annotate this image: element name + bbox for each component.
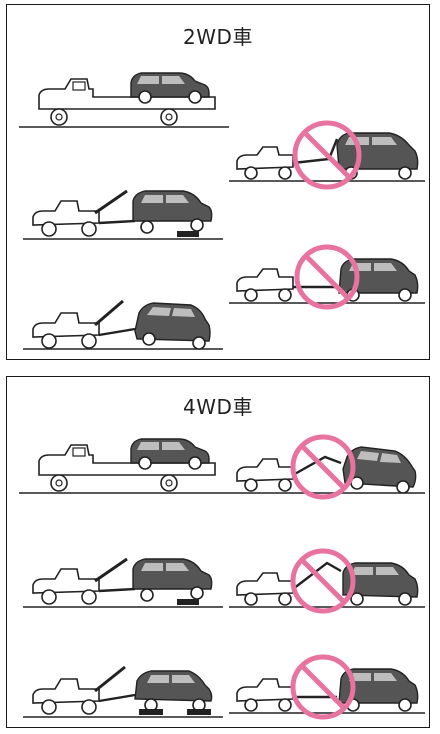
panel-4wd: 4WD車 <box>6 376 430 728</box>
prohibited-tow-illustration <box>229 243 425 315</box>
prohibited-tow-illustration <box>229 115 425 193</box>
flatbed-tow-truck-illustration <box>19 65 229 133</box>
wheel-lift-dolly-tow-illustration <box>23 659 223 725</box>
towed-car-icon <box>135 303 210 349</box>
panel-title-2wd: 2WD車 <box>7 21 429 50</box>
towed-car-icon <box>135 671 212 715</box>
towed-car-icon <box>133 559 212 605</box>
flatbed-tow-truck-illustration <box>19 431 229 499</box>
front-lift-tow-illustration <box>23 295 223 357</box>
wheel-lift-dolly-tow-illustration <box>23 549 223 615</box>
towed-car-icon <box>337 133 418 179</box>
panel-title-4wd: 4WD車 <box>7 391 429 420</box>
prohibited-tow-illustration <box>229 429 425 503</box>
wheel-lift-tow-illustration <box>23 181 223 247</box>
prohibited-tow-illustration <box>229 543 425 617</box>
panel-2wd: 2WD車 <box>6 4 430 360</box>
prohibited-tow-illustration <box>229 649 425 723</box>
towed-car-icon <box>133 191 212 237</box>
